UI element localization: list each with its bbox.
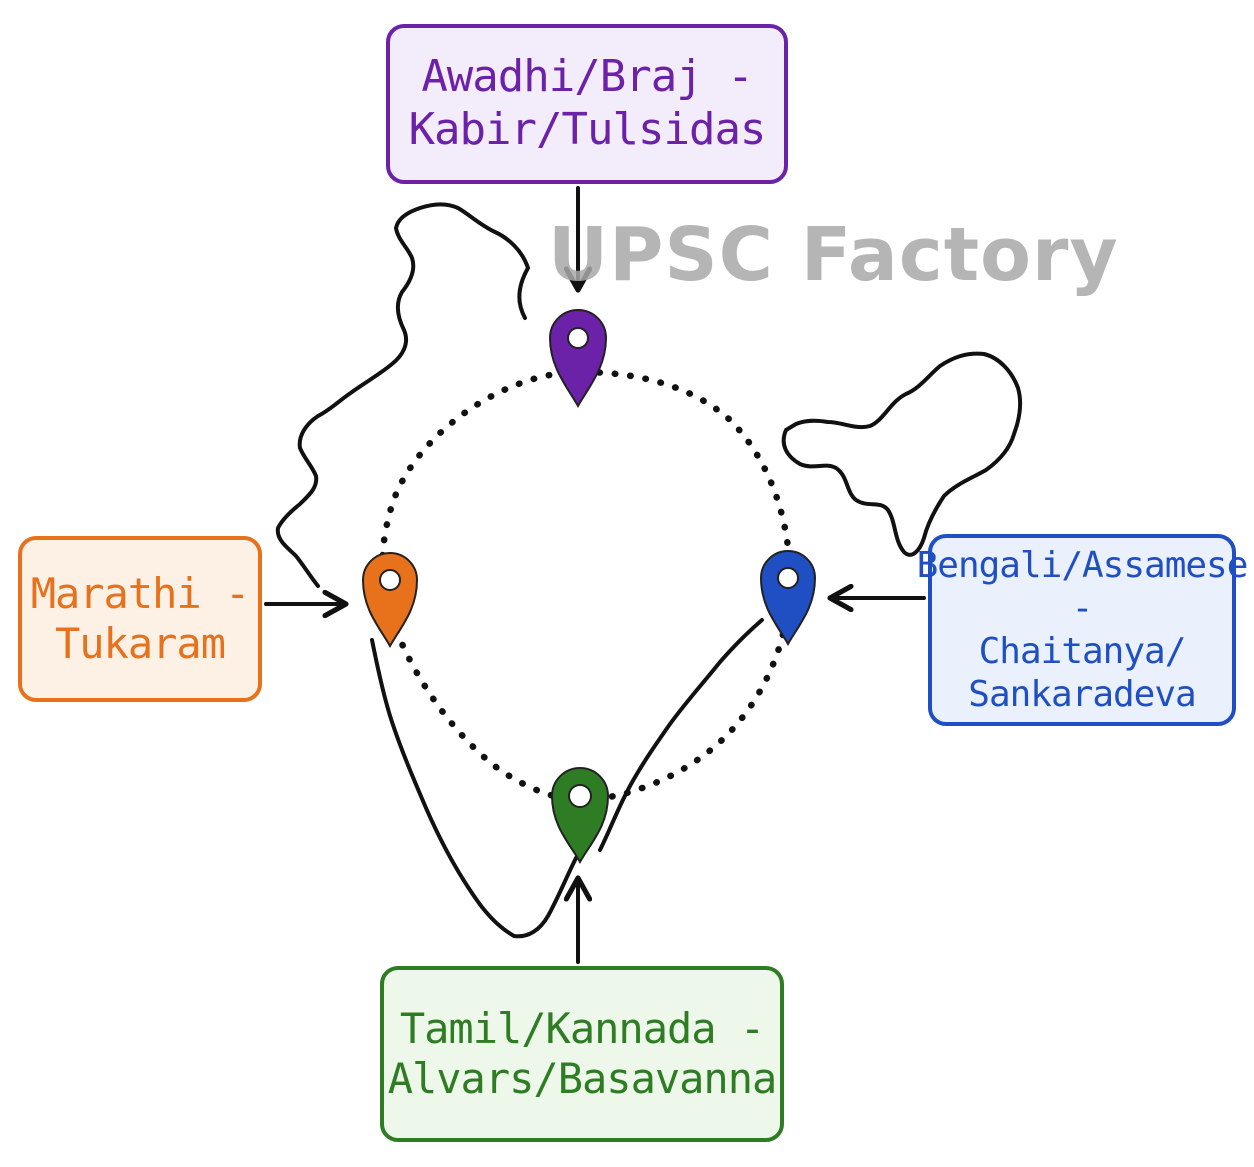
connection-dotted-circle: [379, 368, 794, 804]
india-east-coast: [598, 618, 764, 852]
label-box-south: Tamil/Kannada - Alvars/Basavanna: [380, 966, 784, 1142]
northeast-outline: [781, 351, 1023, 557]
north-saint-line: Kabir/Tulsidas: [408, 104, 767, 155]
north-language-line: Awadhi/Braj -: [421, 51, 753, 103]
watermark: UPSC Factory: [548, 212, 1119, 298]
map-pin-icon: [759, 550, 817, 647]
west-language-line: Marathi -: [30, 568, 251, 618]
south-saint-line: Alvars/Basavanna: [387, 1054, 778, 1103]
label-box-north: Awadhi/Braj - Kabir/Tulsidas: [386, 24, 788, 184]
east-saint-line: Chaitanya/: [978, 631, 1187, 672]
label-box-east: Bengali/Assamese - Chaitanya/ Sankaradev…: [917, 534, 1248, 726]
south-language-line: Tamil/Kannada -: [399, 1003, 765, 1053]
west-saint-line: Tukaram: [54, 619, 226, 668]
map-pin-icon: [361, 552, 419, 649]
india-outline: [275, 202, 530, 588]
map-pin-icon: [550, 767, 610, 865]
map-pin-icon: [548, 309, 608, 409]
label-box-west: Marathi - Tukaram: [18, 536, 262, 702]
east-language-line: Bengali/Assamese -: [916, 544, 1249, 629]
india-west-coast: [370, 638, 578, 939]
east-saint-line-2: Sankaradeva: [968, 674, 1196, 716]
